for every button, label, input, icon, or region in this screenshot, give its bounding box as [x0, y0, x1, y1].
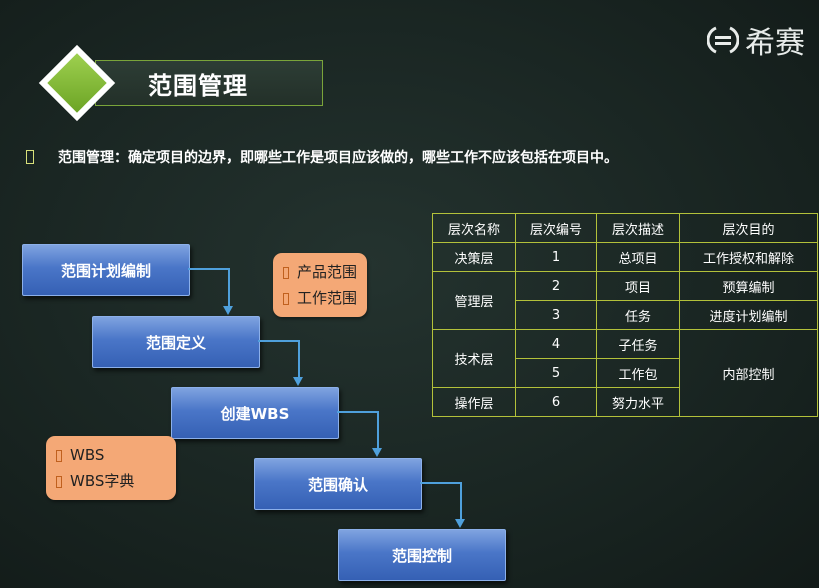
arrow-down-icon [293, 377, 303, 386]
table-cell-level-name: 决策层 [432, 242, 516, 272]
table-header-cell: 层次编号 [515, 213, 597, 243]
table-row: 操作层 6 努力水平 [432, 387, 818, 417]
arrow-down-icon [455, 519, 465, 528]
note-scope-types: 产品范围 工作范围 [273, 253, 368, 317]
step-scope-verification: 范围确认 [254, 458, 422, 510]
table-cell-level-desc: 子任务 [596, 329, 680, 359]
note-wbs-outputs: WBS WBS字典 [46, 436, 176, 500]
table-cell-level-num: 3 [515, 300, 597, 330]
title-box [95, 60, 323, 106]
connector-1 [188, 268, 230, 308]
table-cell-level-desc: 努力水平 [596, 387, 680, 417]
note-item: 产品范围 [282, 259, 357, 285]
table-header-row: 层次名称 层次编号 层次描述 层次目的 [432, 213, 818, 243]
table-cell-level-purpose: 内部控制 [679, 329, 818, 417]
logo-mark-icon [707, 26, 739, 54]
table-cell-level-num: 2 [515, 271, 597, 301]
table-cell-level-purpose: 预算编制 [679, 271, 818, 301]
table-row: 管理层 2 项目 预算编制 [432, 271, 818, 330]
table-header-cell: 层次目的 [679, 213, 818, 243]
arrow-down-icon [223, 306, 233, 315]
wbs-level-table: 层次名称 层次编号 层次描述 层次目的 决策层 1 总项目 工作授权和解除 管理… [432, 213, 818, 417]
note-item: 工作范围 [282, 285, 357, 311]
table-cell-level-name: 技术层 [432, 329, 516, 388]
bullet-icon [26, 150, 34, 164]
page-title: 范围管理 [148, 72, 248, 100]
connector-4 [420, 482, 462, 521]
table-header-cell: 层次名称 [432, 213, 516, 243]
table-cell-level-name: 管理层 [432, 271, 516, 330]
step-scope-definition: 范围定义 [92, 316, 260, 368]
table-cell-level-desc: 工作包 [596, 358, 680, 388]
step-scope-planning: 范围计划编制 [22, 244, 190, 296]
definition-text: 范围管理：确定项目的边界，即哪些工作是项目应该做的，哪些工作不应该包括在项目中。 [58, 150, 618, 166]
table-cell-level-name: 操作层 [432, 387, 516, 417]
table-cell-level-desc: 项目 [596, 271, 680, 301]
note-item: WBS [56, 442, 166, 468]
table-cell-level-num: 1 [515, 242, 597, 272]
logo: 希赛 [707, 18, 805, 62]
table-cell-level-num: 6 [515, 387, 597, 417]
table-header-cell: 层次描述 [596, 213, 680, 243]
table-cell-level-num: 5 [515, 358, 597, 388]
step-create-wbs: 创建WBS [171, 387, 339, 439]
arrow-down-icon [372, 448, 382, 457]
table-cell-level-purpose: 工作授权和解除 [679, 242, 818, 272]
title-diamond-icon [38, 44, 116, 122]
note-item: WBS字典 [56, 468, 166, 494]
step-scope-control: 范围控制 [338, 529, 506, 581]
table-cell-level-num: 4 [515, 329, 597, 359]
logo-text: 希赛 [745, 26, 805, 61]
connector-3 [337, 411, 379, 450]
table-cell-level-purpose: 进度计划编制 [679, 300, 818, 330]
table-row: 决策层 1 总项目 工作授权和解除 [432, 242, 818, 272]
connector-2 [258, 340, 300, 379]
table-cell-level-desc: 任务 [596, 300, 680, 330]
table-cell-level-desc: 总项目 [596, 242, 680, 272]
table-row: 技术层 4 子任务 内部控制 [432, 329, 818, 417]
